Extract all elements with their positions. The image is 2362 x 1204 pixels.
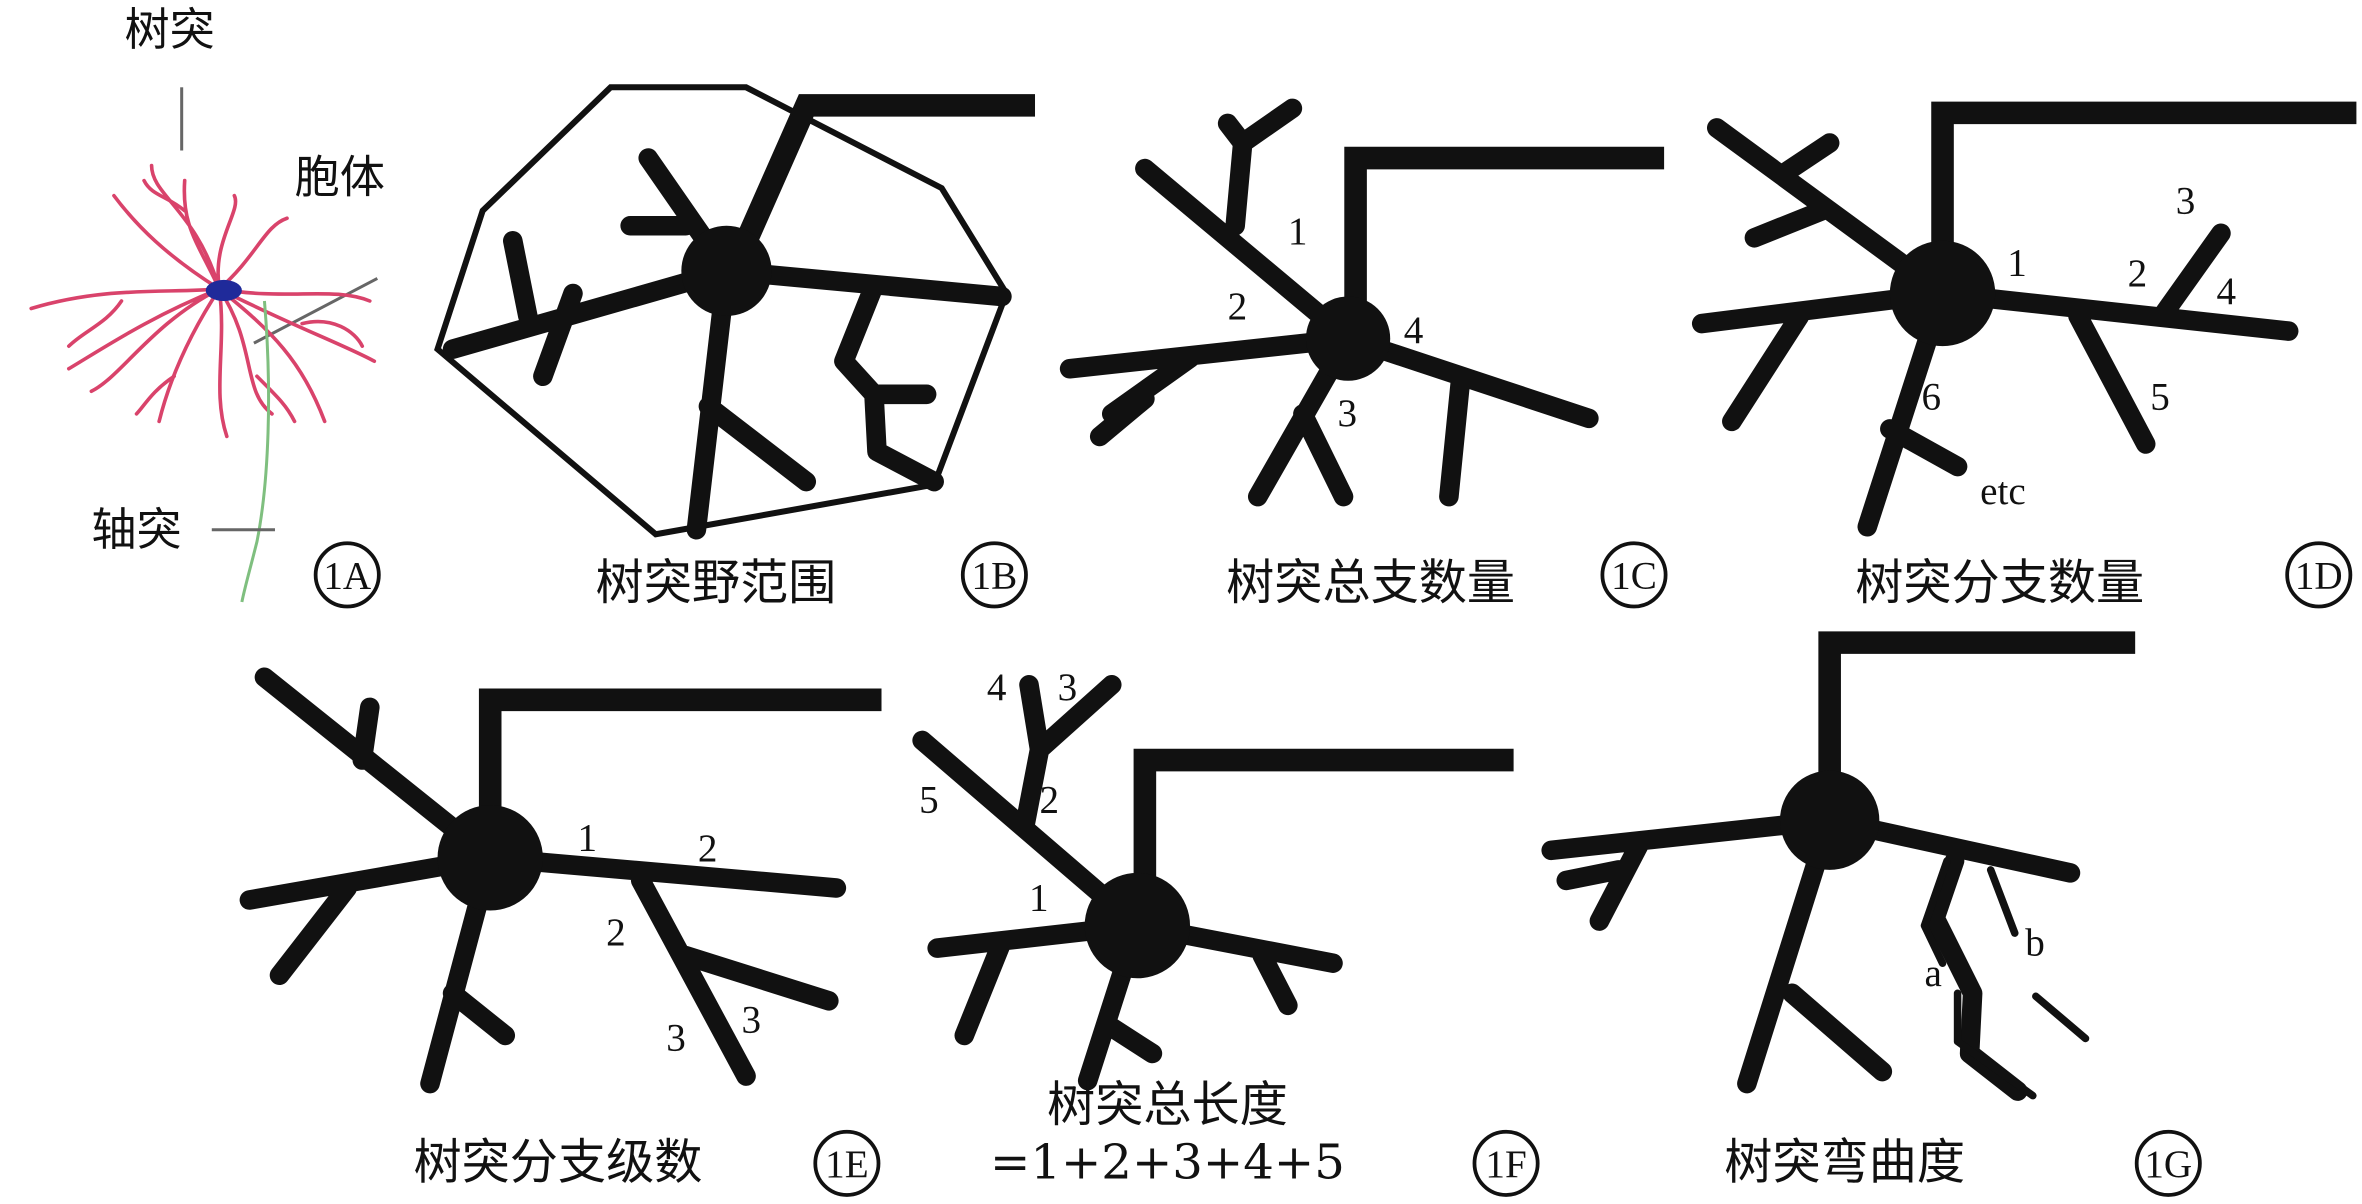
panel-caption: 树突总支数量: [1226, 555, 1515, 611]
branch-number: 6: [1921, 375, 1941, 418]
soma: [681, 225, 772, 317]
panel-tag: 1B: [972, 554, 1018, 597]
panel-caption: 树突分支数量: [1855, 555, 2144, 611]
branch-number: 4: [2216, 270, 2236, 313]
branch-order-number: 3: [666, 1016, 686, 1059]
panel-tag: 1D: [2295, 554, 2343, 597]
branch-order-number: 1: [577, 816, 597, 859]
panel-tag-circle: [313, 541, 381, 609]
panel-tag: 1E: [825, 1143, 868, 1186]
panel-tag-circle: [1600, 541, 1668, 609]
branch-order-number: 2: [698, 827, 718, 870]
path-label-a: a: [1924, 952, 1941, 995]
soma: [437, 805, 543, 911]
panel-tag-circle: [960, 541, 1028, 609]
axon: [1931, 101, 2357, 264]
panel-tag: 1A: [323, 554, 371, 597]
panel-1d: 1 2 3 4 5 6 etc 树突分支数量 1D: [1691, 101, 2357, 611]
soma: [1305, 296, 1391, 381]
panel-1c: 1 2 3 4 树突总支数量 1C: [1059, 98, 1668, 611]
panel-1g: a b 树突弯曲度 1G: [1541, 631, 2202, 1197]
branch-order-number: 3: [742, 998, 762, 1041]
panel-1a: 树突 胞体 轴突 1A: [29, 3, 385, 609]
panel-caption: 树突弯曲度: [1724, 1134, 1965, 1190]
segment-number: 2: [1040, 779, 1060, 822]
axon: [732, 94, 1036, 253]
soma: [1084, 872, 1191, 979]
branch-order-number: 2: [606, 911, 626, 954]
axon-label: 轴突: [91, 503, 181, 556]
panel-1b: 树突野范围 1B: [434, 84, 1036, 611]
segment-number: 5: [919, 779, 939, 822]
soma-label: 胞体: [295, 151, 385, 204]
axon: [1818, 631, 2136, 791]
branch-number: 5: [2150, 375, 2170, 418]
branch-number: 1: [1288, 210, 1308, 253]
branch-number: 2: [1228, 285, 1248, 328]
branch-number: 4: [1404, 309, 1424, 352]
axon-line: [240, 300, 271, 603]
panel-caption: 树突总长度: [1047, 1077, 1288, 1133]
axon: [478, 688, 882, 821]
panel-1e: 1 2 2 3 3 树突分支级数 1E: [239, 667, 882, 1197]
etc-label: etc: [1980, 470, 2026, 513]
axon: [1133, 748, 1514, 896]
panel-tag-circle: [1472, 1129, 1540, 1197]
branch-number: 3: [2176, 180, 2196, 223]
panel-tag: 1C: [1611, 554, 1657, 597]
panel-tag-circle: [2134, 1129, 2202, 1197]
length-formula: =1+2+3+4+5: [990, 1134, 1345, 1190]
branch-number: 1: [2007, 241, 2027, 284]
soma-pointer: [253, 277, 379, 345]
branch-number: 3: [1338, 392, 1358, 435]
path-label-b: b: [2025, 922, 2045, 965]
axon: [1344, 146, 1665, 309]
panel-caption: 树突分支级数: [413, 1134, 702, 1190]
dendrite-label: 树突: [124, 3, 214, 56]
soma: [1779, 770, 1880, 870]
soma-body: [205, 279, 242, 301]
branch-number: 2: [2128, 252, 2148, 295]
panel-tag: 1F: [1485, 1143, 1526, 1186]
panel-tag-circle: [813, 1129, 881, 1197]
panel-tag: 1G: [2144, 1143, 2192, 1186]
segment-number: 3: [1058, 666, 1078, 709]
segment-number: 1: [1029, 877, 1049, 920]
segment-number: 4: [987, 666, 1007, 709]
panel-tag-circle: [2285, 541, 2353, 609]
soma: [1889, 240, 1996, 347]
panel-caption: 树突野范围: [596, 555, 837, 611]
neuron-dendrites: [29, 163, 377, 439]
panel-1f: 1 2 3 4 5 树突总长度 =1+2+3+4+5 1F: [912, 666, 1540, 1197]
